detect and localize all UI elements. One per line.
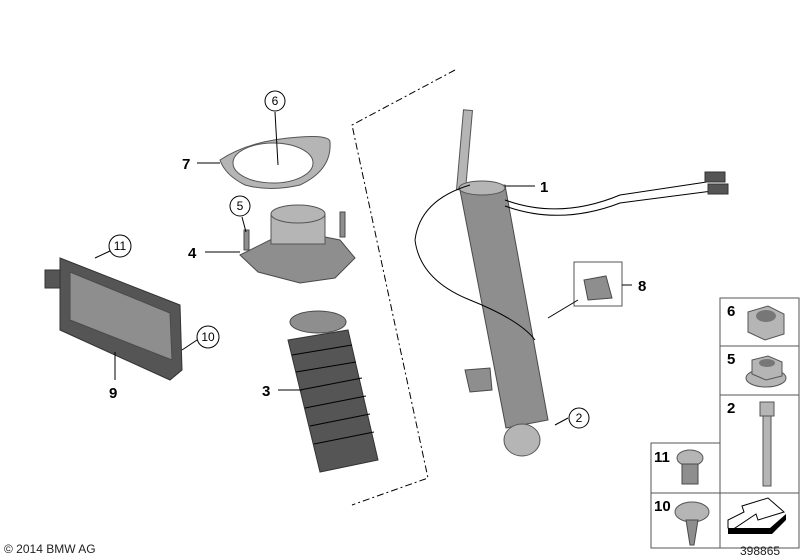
panel-label-11: 11 [654,449,670,466]
svg-text:2: 2 [576,411,583,425]
callout-8: 8 [638,278,646,295]
part-8-box [573,261,623,307]
direction-arrow-icon [727,497,786,531]
callout-7: 7 [182,156,190,173]
copyright: © 2014 BMW AG [4,542,96,556]
part-strut-mount [239,204,356,284]
callout-4: 4 [188,245,197,262]
part-cover [44,257,183,381]
leader-lines [94,111,632,426]
part-shock-absorber [414,109,729,457]
panel-label-2: 2 [727,400,735,417]
callout-3: 3 [262,383,270,400]
svg-text:11: 11 [114,239,127,253]
svg-text:5: 5 [237,199,244,213]
callout-2: 2 [568,407,590,429]
parts-panel: 6 5 2 11 10 [650,297,800,549]
callout-1: 1 [540,179,548,196]
panel-label-10: 10 [654,498,671,515]
part-gasket [219,136,331,189]
panel-label-6: 6 [727,303,735,320]
callout-6: 6 [264,90,286,112]
callout-9: 9 [109,385,117,402]
part-bellows [287,310,379,473]
image-number: 398865 [740,544,780,558]
callout-11: 11 [108,234,132,258]
svg-text:6: 6 [272,94,279,108]
panel-label-5: 5 [727,351,735,368]
callout-5: 5 [229,195,251,217]
svg-text:10: 10 [201,330,215,344]
callout-10: 10 [196,325,220,349]
